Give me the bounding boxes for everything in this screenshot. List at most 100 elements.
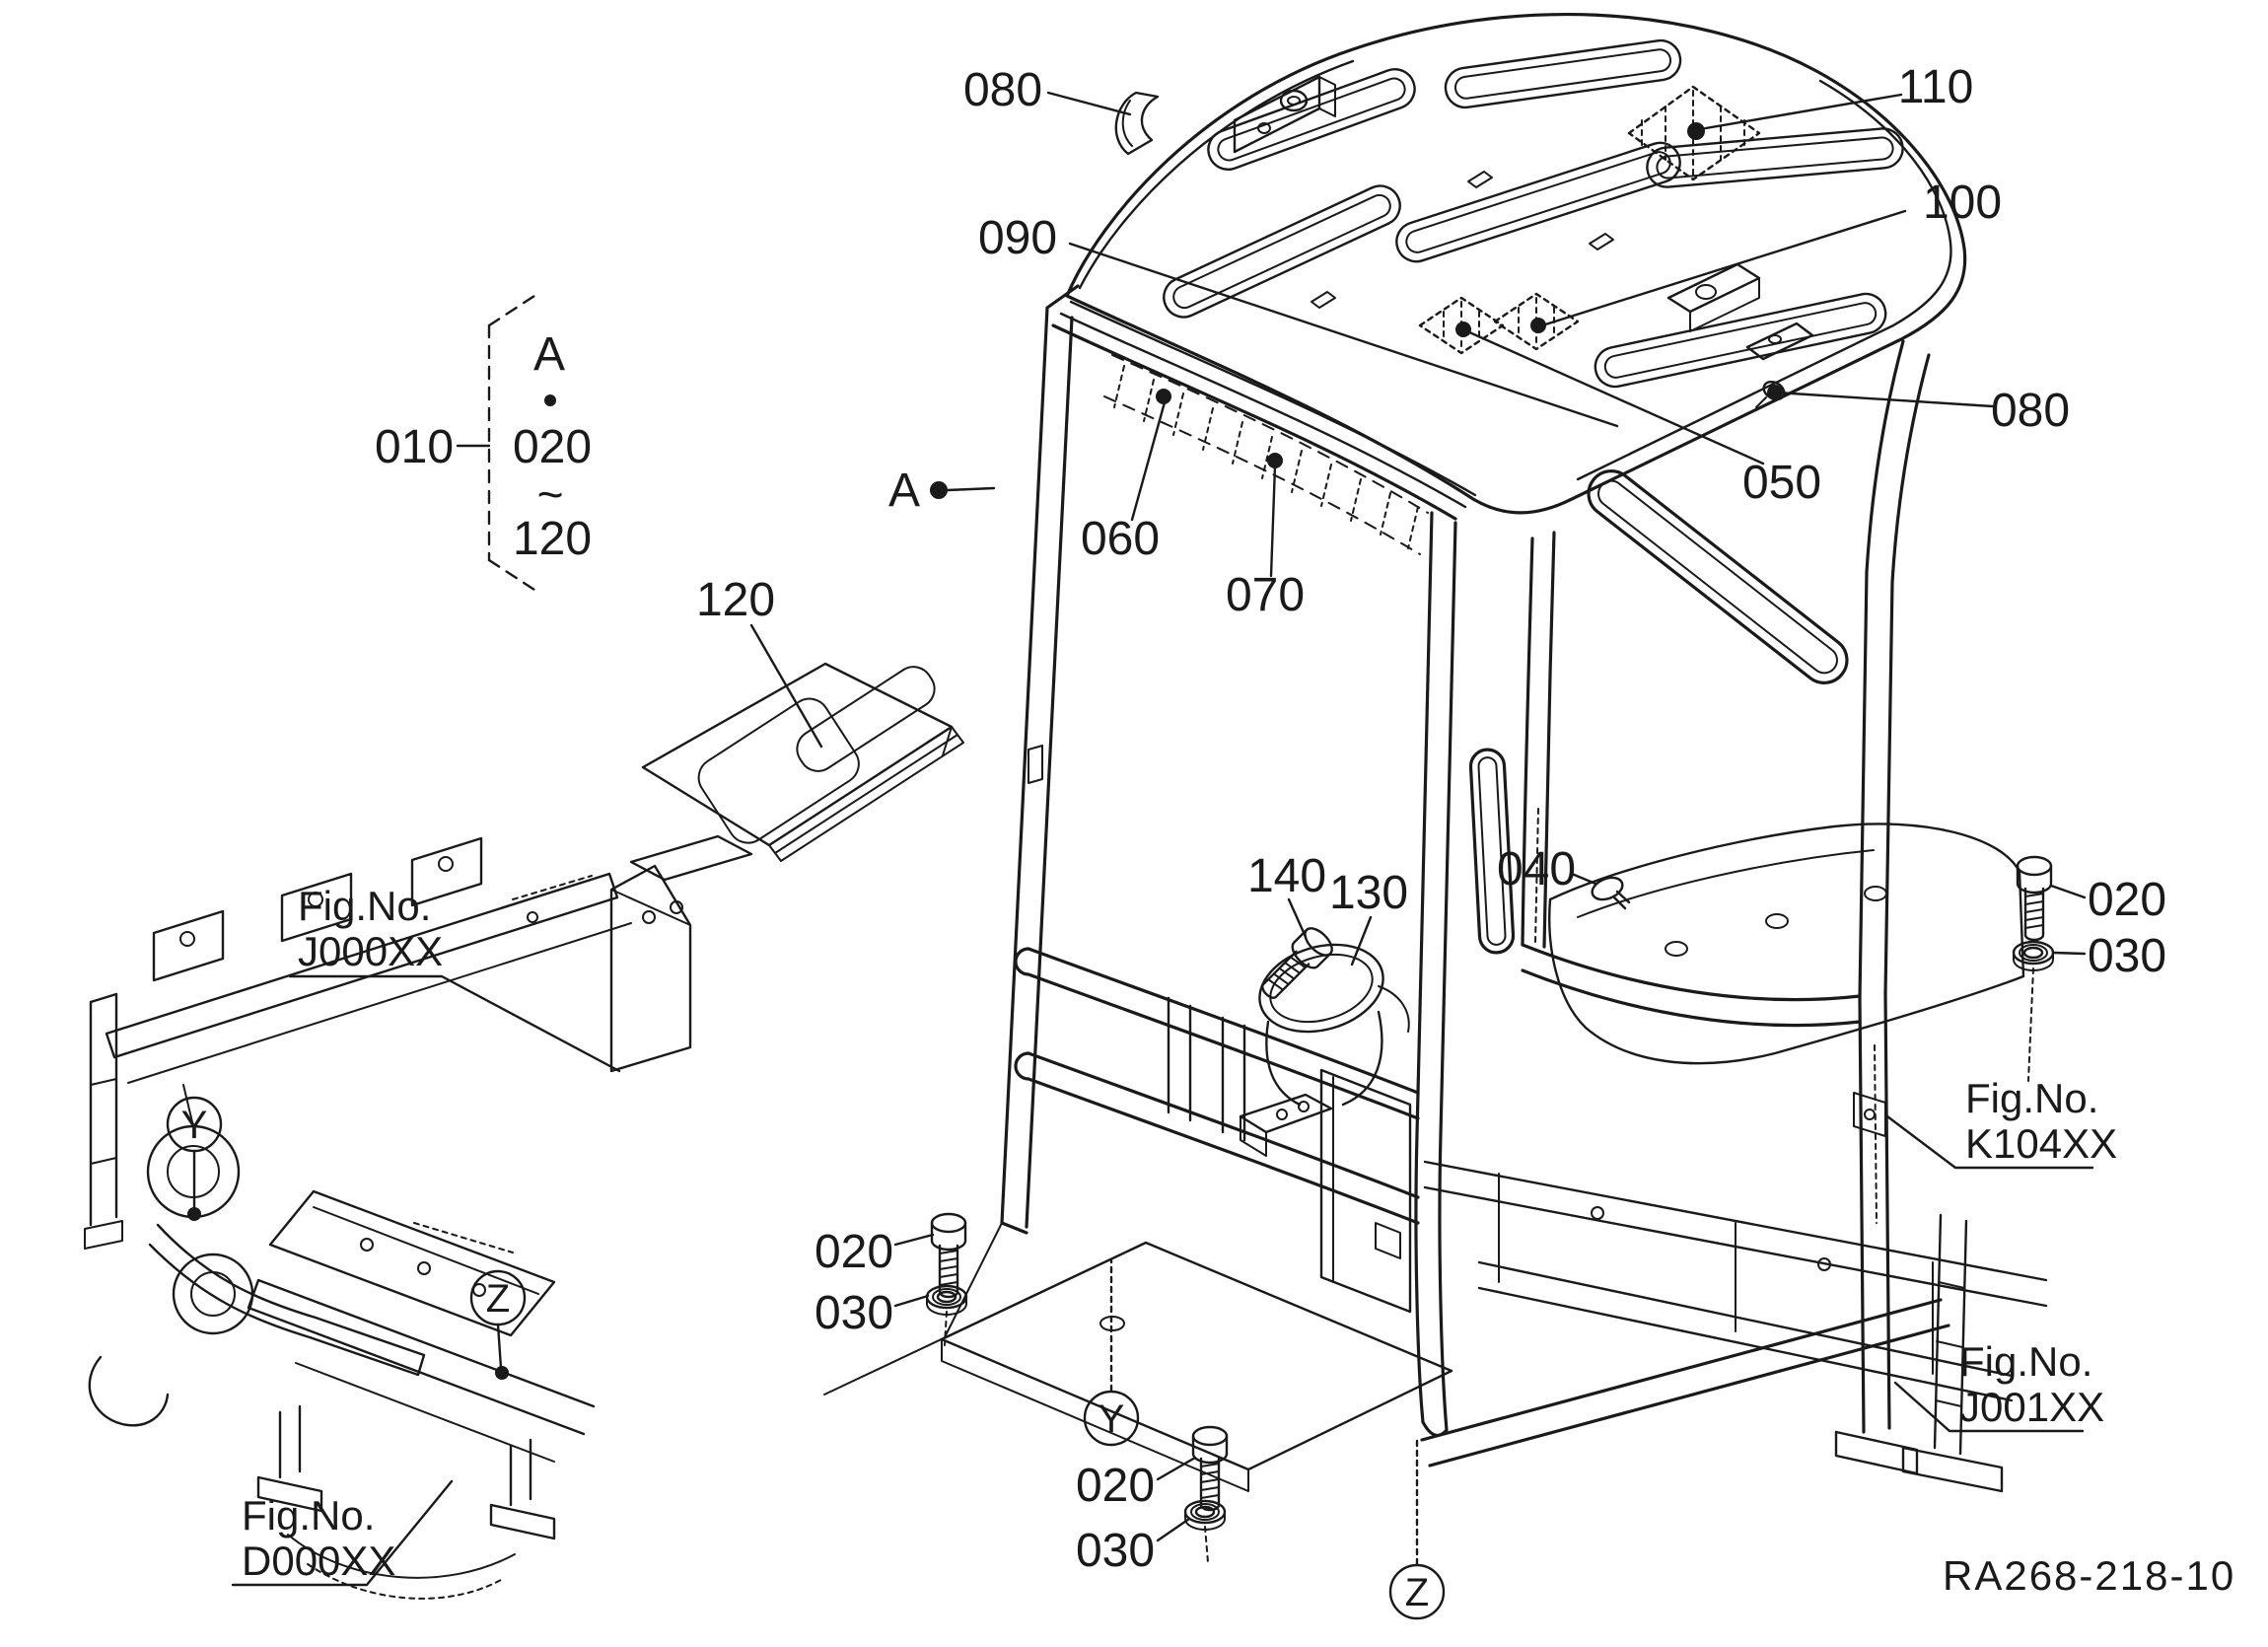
tow-hook xyxy=(88,1355,170,1427)
washer-030-mid xyxy=(925,1284,968,1317)
figref-k104xx: Fig.No. K104XX xyxy=(1885,1075,2117,1170)
roof-outline xyxy=(1065,12,1967,515)
hidden-line-rear-post xyxy=(1534,808,1539,944)
left-assembly-z xyxy=(247,1189,596,1600)
callout-080-right: 080 xyxy=(1991,385,2070,437)
balloon-z-left: Z xyxy=(469,1269,527,1380)
hatched-patch-050 xyxy=(1418,296,1505,355)
base-frame xyxy=(1423,1160,2048,1402)
fender-cover xyxy=(1548,823,2025,1065)
figref-d000xx-line1: Fig.No. xyxy=(242,1492,375,1539)
callout-020-right: 020 xyxy=(2088,874,2166,926)
washer-030-bottom xyxy=(1183,1499,1227,1532)
balloon-y-bottom-letter: Y xyxy=(1099,1397,1125,1441)
right-front-post xyxy=(1858,339,1931,1000)
figref-j000xx-line1: Fig.No. xyxy=(298,883,431,929)
roof-inner-edge-right xyxy=(1576,79,1952,481)
callout-020-bottom: 020 xyxy=(1076,1460,1155,1512)
rear-cross-member xyxy=(1420,1298,1950,1468)
roof-inner-edge-left xyxy=(1078,59,1355,290)
floor-plate xyxy=(823,1222,1453,1492)
balloon-z-bottom: Z xyxy=(1388,1438,1446,1620)
rear-lower-panel xyxy=(1319,1068,1412,1314)
callouts: 080 110 090 100 050 080 060 070 120 140 … xyxy=(696,61,2166,1577)
view-marker-a: A xyxy=(888,465,996,517)
figref-j001xx-line2: J001XX xyxy=(1959,1384,2104,1430)
figref-k104xx-line1: Fig.No. xyxy=(1965,1075,2098,1121)
bolt-020-mid xyxy=(930,1212,967,1299)
callout-050: 050 xyxy=(1742,457,1821,509)
rear-left-post xyxy=(1414,511,1457,1438)
figref-d000xx-line2: D000XX xyxy=(242,1538,395,1584)
callout-030-bottom: 030 xyxy=(1076,1525,1155,1577)
right-rear-assembly xyxy=(1423,823,2048,1493)
mid-rails xyxy=(1014,947,1420,1225)
figref-j000xx-line2: J000XX xyxy=(298,928,443,974)
callout-110: 110 xyxy=(1898,61,1974,113)
hidden-line-right-leg xyxy=(1874,1044,1878,1224)
group-range-to: 120 xyxy=(513,513,592,565)
callout-120: 120 xyxy=(696,574,775,626)
bolt-020-bottom xyxy=(1191,1425,1229,1512)
callout-030-right: 030 xyxy=(2088,930,2166,982)
canopy-frame xyxy=(823,284,1950,1492)
rear-rail xyxy=(1521,943,1862,1028)
figref-j001xx-line1: Fig.No. xyxy=(1959,1338,2092,1385)
balloon-z-left-letter: Z xyxy=(486,1277,510,1321)
group-range-from: 020 xyxy=(513,421,592,473)
y-bracket-boxes xyxy=(152,836,483,982)
washer-030-right xyxy=(2012,940,2055,972)
callout-090: 090 xyxy=(978,212,1057,264)
hatched-patch-110 xyxy=(1627,85,1761,181)
handrail xyxy=(1587,469,1849,684)
balloons: Y Z Y Z xyxy=(166,1096,1446,1620)
callout-030-mid: 030 xyxy=(815,1287,893,1339)
drawing-number: RA268-218-10 xyxy=(1943,1552,2235,1599)
hatched-patch-100 xyxy=(1493,292,1580,351)
callout-070: 070 xyxy=(1226,569,1305,621)
roof-small-holes xyxy=(1311,171,1614,309)
canopy-roof xyxy=(1051,12,1967,555)
group-range-tilde: ~ xyxy=(537,468,564,520)
figref-j001xx: Fig.No. J001XX xyxy=(1893,1338,2104,1433)
callout-080-top: 080 xyxy=(963,64,1042,116)
figref-j000xx: Fig.No. J000XX xyxy=(288,883,621,1073)
y-tower-bracket xyxy=(609,834,753,1073)
figref-d000xx: Fig.No. D000XX xyxy=(231,1479,454,1587)
k104-bracket xyxy=(1853,1092,1886,1137)
hinge-bracket-top xyxy=(1233,75,1336,154)
figref-k104xx-line2: K104XX xyxy=(1965,1120,2117,1167)
right-foot-plate xyxy=(1834,1430,1919,1475)
right-rear-leg xyxy=(1858,992,1891,1434)
rear-right-post xyxy=(1521,531,1556,949)
balloon-y-left-letter: Y xyxy=(181,1104,208,1147)
dot-060 xyxy=(1156,389,1171,404)
group-callout-010: 010 A 020 ~ 120 xyxy=(375,294,592,592)
group-part-number: 010 xyxy=(375,421,454,473)
view-marker-letter: A xyxy=(888,465,920,517)
callout-100: 100 xyxy=(1923,177,2002,229)
balloon-z-bottom-letter: Z xyxy=(1405,1571,1429,1614)
dot-070 xyxy=(1267,453,1283,468)
fasteners xyxy=(925,855,2055,1563)
figure-refs: Fig.No. J000XX Fig.No. K104XX Fig.No. D0… xyxy=(231,883,2117,1587)
plate-120 xyxy=(641,662,964,862)
callout-040: 040 xyxy=(1497,843,1576,895)
windshield-hatch-strip xyxy=(1103,354,1429,555)
front-left-post xyxy=(1000,284,1080,1235)
callout-130: 130 xyxy=(1329,867,1408,919)
post-hinge-detail xyxy=(1028,745,1043,784)
front-edge-beading xyxy=(1051,300,1477,521)
grab-handle xyxy=(1468,748,1516,955)
callout-020-mid: 020 xyxy=(815,1226,893,1278)
roof-slot xyxy=(1163,38,1904,389)
clip-080-top xyxy=(1114,91,1160,156)
balloon-y-left: Y xyxy=(166,1096,223,1221)
group-view-letter: A xyxy=(533,328,565,381)
callout-060: 060 xyxy=(1081,513,1160,565)
rear-leg-channel xyxy=(1901,1213,2004,1493)
cup-holder-130 xyxy=(1239,943,1410,1157)
rear-edge-bracket xyxy=(1666,262,1814,408)
